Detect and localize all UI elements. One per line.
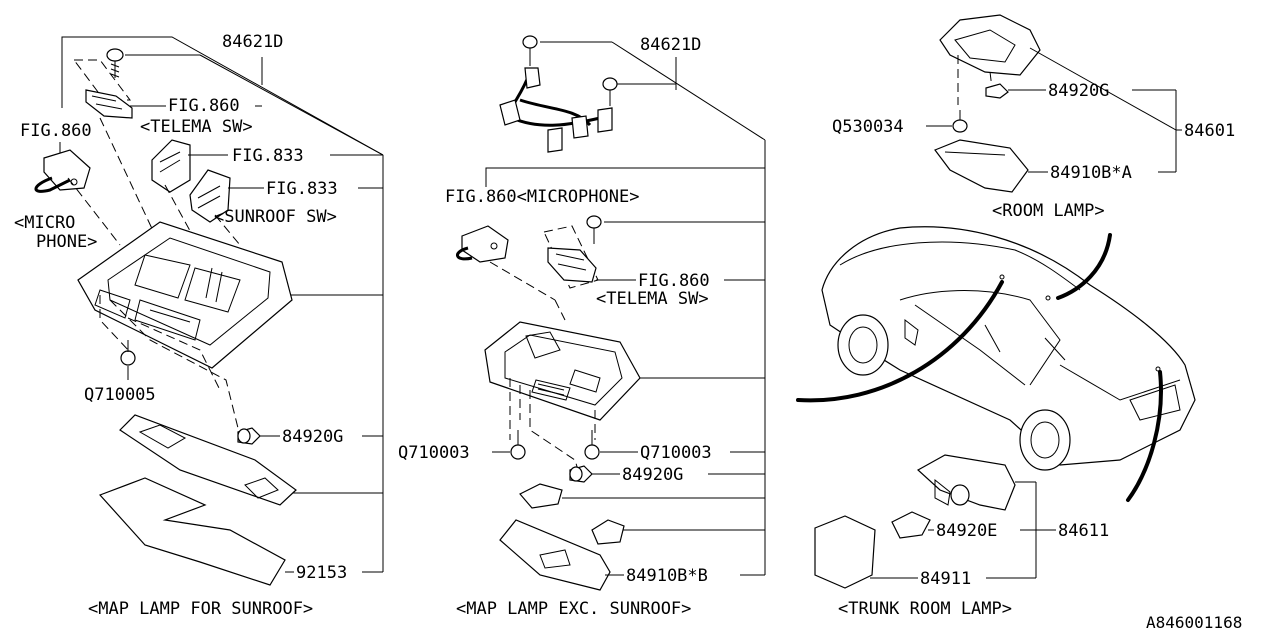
screw-icon xyxy=(106,48,124,78)
label-fig860-microphone: FIG.860<MICROPHONE> xyxy=(445,187,639,207)
caption-trunk-room-lamp: <TRUNK ROOM LAMP> xyxy=(838,599,1012,619)
label-q710005: Q710005 xyxy=(84,385,156,405)
screw-icon xyxy=(952,110,968,133)
trunk-lamp-lens-icon xyxy=(814,515,876,589)
pointer-map-lamp xyxy=(796,280,1004,403)
label-micro-line2: PHONE> xyxy=(36,232,97,252)
bulb-icon xyxy=(985,83,1009,99)
pointer-trunk-lamp xyxy=(1126,370,1163,502)
left-section-map-lamp-sunroof: FIG.860 <TELEMA SW> FIG.860 <MICRO PHONE… xyxy=(14,32,384,619)
label-q710003-left: Q710003 xyxy=(398,443,470,463)
label-q530034: Q530034 xyxy=(832,117,904,137)
screw-icon xyxy=(522,35,538,66)
right-section-trunk-room-lamp: 84920E 84611 84911 <TRUNK ROOM LAMP> xyxy=(814,454,1109,619)
room-lamp-lens-icon xyxy=(934,139,1029,193)
telema-switch-icon xyxy=(547,247,597,283)
lens-cover-92153-icon xyxy=(98,477,286,586)
diagram-id: A846001168 xyxy=(1146,613,1242,632)
screw-icon xyxy=(510,430,526,460)
pointer-room-lamp xyxy=(1056,233,1112,300)
sunroof-switch-icon-b xyxy=(189,169,231,223)
middle-section-map-lamp-exc-sunroof: FIG.860<MICROPHONE> FIG.860 <TELEMA SW> xyxy=(398,35,766,619)
bulb-icon xyxy=(891,511,931,539)
label-84920G-mid: 84920G xyxy=(622,465,683,485)
label-fig833-a: FIG.833 xyxy=(232,146,304,166)
microphone-icon xyxy=(34,149,91,193)
map-lamp-console-sunroof xyxy=(77,221,293,369)
bulb-icon xyxy=(569,465,593,483)
label-fig860-telema-mid: FIG.860 xyxy=(638,271,710,291)
wire-harness-icon xyxy=(499,67,613,153)
label-fig860-telema: FIG.860 xyxy=(168,96,240,116)
label-84910BB: 84910B*B xyxy=(626,566,708,586)
label-telema-sw: <TELEMA SW> xyxy=(140,117,253,137)
label-fig860-micro: FIG.860 xyxy=(20,121,92,141)
label-84920G-right: 84920G xyxy=(1048,81,1109,101)
label-fig833-b: FIG.833 xyxy=(266,179,338,199)
telema-switch-icon xyxy=(85,89,133,119)
screw-icon xyxy=(586,215,602,244)
label-84911: 84911 xyxy=(920,569,971,589)
label-room-lamp: <ROOM LAMP> xyxy=(992,201,1105,221)
caption-map-lamp-exc-sunroof: <MAP LAMP EXC. SUNROOF> xyxy=(456,599,691,619)
label-84920E: 84920E xyxy=(936,521,997,541)
screw-icon xyxy=(584,430,600,460)
label-92153: 92153 xyxy=(296,563,347,583)
label-84910BA: 84910B*A xyxy=(1050,163,1132,183)
trunk-lamp-housing-icon xyxy=(916,454,1016,511)
map-lamp-console-exc-sunroof xyxy=(484,321,641,421)
label-84920G-left: 84920G xyxy=(282,427,343,447)
room-lamp-housing-icon xyxy=(939,14,1041,76)
sunroof-switch-icon-a xyxy=(151,139,191,193)
label-84601: 84601 xyxy=(1184,121,1235,141)
label-84621D-mid: 84621D xyxy=(640,35,701,55)
lens-84910BB-icon xyxy=(499,519,611,591)
label-84611: 84611 xyxy=(1058,521,1109,541)
screw-icon xyxy=(120,340,136,366)
lens-icon xyxy=(119,414,297,506)
bulb-icon xyxy=(237,427,261,445)
lens-small-icon xyxy=(519,483,625,545)
caption-map-lamp-for-sunroof: <MAP LAMP FOR SUNROOF> xyxy=(88,599,313,619)
screw-icon xyxy=(602,77,618,106)
label-q710003-right: Q710003 xyxy=(640,443,712,463)
label-sunroof-sw: <SUNROOF SW> xyxy=(214,207,337,227)
car-illustration xyxy=(821,226,1196,471)
label-micro-line1: <MICRO xyxy=(14,213,75,233)
label-telema-sw-mid: <TELEMA SW> xyxy=(596,289,709,309)
label-84621D-left: 84621D xyxy=(222,32,283,52)
microphone-icon xyxy=(456,225,509,263)
right-section-room-lamp: 84920G Q530034 84601 84910B*A <ROOM LAMP… xyxy=(832,14,1235,221)
